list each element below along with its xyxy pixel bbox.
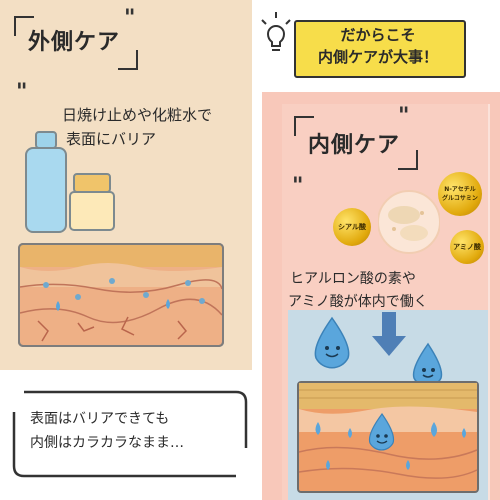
inner-care-desc-line: ヒアルロン酸の素や: [290, 271, 416, 287]
quote-mark: ": [16, 80, 28, 105]
dry-inside-line: 内側はカラカラなまま…: [30, 435, 184, 451]
collagen-powder-icon: [378, 190, 440, 254]
amino-acid-badge: アミノ酸: [450, 230, 484, 264]
callout-text: だからこそ 内側ケアが大事！: [294, 24, 462, 68]
lightbulb-icon: [261, 12, 291, 51]
skincare-products: [25, 131, 115, 233]
water-drop-icon: [56, 299, 170, 311]
skin-layer-icon: [18, 243, 224, 347]
arrow-down-icon: [372, 312, 406, 356]
outer-care-title: 外側ケア: [28, 30, 121, 55]
dry-inside-callout-frame: [12, 390, 248, 478]
sialic-acid-badge: シアル酸: [333, 208, 371, 246]
inner-care-important-callout: [294, 20, 466, 78]
cream-jar-icon: [69, 173, 115, 231]
smiling-drop-icon: [368, 412, 395, 451]
callout-line: だからこそ: [340, 26, 416, 44]
outer-care-desc-line: 日焼け止めや化粧水で: [62, 106, 213, 124]
hydrated-skin-illustration: [288, 310, 488, 500]
outer-care-desc-line: 表面にバリア: [66, 130, 157, 148]
quote-mark: ": [398, 104, 410, 129]
badge-line: N-アセチル: [444, 186, 476, 193]
quote-mark: ": [292, 174, 304, 199]
title-bracket: [294, 116, 314, 136]
dry-inside-line: 表面はバリアできても: [30, 411, 170, 427]
water-drop-icon: [315, 422, 466, 470]
callout-line: 内側ケアが大事！: [317, 48, 438, 66]
inner-care-desc-line: アミノ酸が体内で働く: [288, 294, 428, 310]
title-bracket: [398, 150, 418, 170]
title-bracket: [118, 50, 138, 70]
title-bracket: [14, 16, 34, 36]
inner-care-description: ヒアルロン酸の素や アミノ酸が体内で働く: [288, 268, 438, 314]
bottle-icon: [25, 131, 67, 233]
skin-layer-icon: [297, 381, 479, 493]
smiling-drop-icon: [314, 316, 350, 369]
dry-inside-text: 表面はバリアできても 内側はカラカラなまま…: [30, 407, 240, 455]
badge-line: グルコサミン: [442, 195, 478, 202]
inner-care-title: 内側ケア: [308, 133, 401, 158]
quote-mark: ": [124, 6, 136, 31]
n-acetylglucosamine-badge: N-アセチル グルコサミン: [438, 172, 482, 216]
outer-care-description: 日焼け止めや化粧水で 表面にバリア: [62, 103, 252, 151]
